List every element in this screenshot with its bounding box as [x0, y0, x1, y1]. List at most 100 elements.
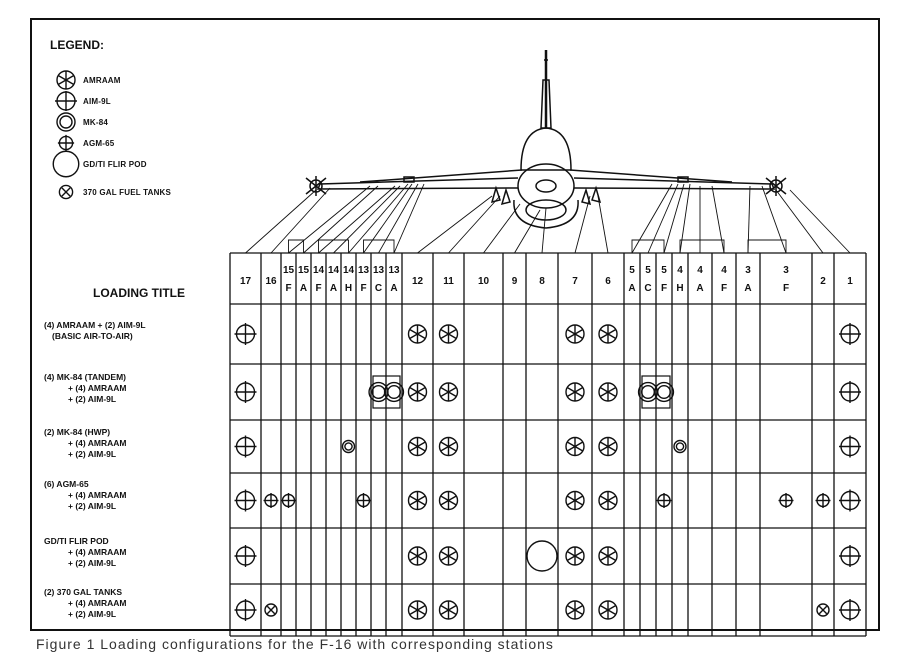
store-aim9l-icon — [839, 545, 861, 567]
loading-title-line: + (4) AMRAAM — [68, 438, 127, 448]
station-header-25: 2 — [820, 276, 826, 287]
figure-caption: Figure 1 Loading configurations for the … — [36, 636, 554, 652]
station-suffix: C — [375, 283, 382, 294]
station-number: 14 — [328, 265, 340, 276]
loading-title-line: + (4) AMRAAM — [68, 383, 127, 393]
station-suffix: F — [661, 283, 667, 294]
store-amraam-icon — [407, 490, 428, 511]
station-header-8: 13C — [373, 265, 385, 294]
store-amraam-icon — [407, 546, 428, 566]
loading-title-3: (6) AGM-65+ (4) AMRAAM+ (2) AIM-9L — [44, 479, 234, 512]
store-mk84-small-icon — [673, 439, 687, 454]
store-amraam-icon — [407, 324, 428, 344]
store-aim9l-icon — [234, 381, 257, 403]
legend-label: AIM-9L — [83, 96, 111, 106]
station-header-22: 4F — [721, 265, 727, 294]
store-mk84-tandem-pair-icon — [368, 375, 405, 409]
loading-title-line: (2) 370 GAL TANKS — [44, 587, 123, 597]
station-header-17: 5A — [628, 265, 635, 294]
legend-label: MK-84 — [83, 117, 109, 127]
station-header-1: 16 — [265, 276, 277, 287]
store-mk84-small-icon — [341, 439, 356, 454]
loading-title-header: LOADING TITLE — [93, 286, 185, 300]
station-suffix: F — [360, 283, 366, 294]
station-header-4: 14F — [313, 265, 325, 294]
station-header-13: 9 — [512, 276, 518, 287]
station-number: 5 — [645, 265, 651, 276]
mk84-icon — [49, 112, 83, 132]
store-amraam-icon — [598, 546, 618, 566]
station-suffix: A — [390, 283, 397, 294]
loading-title-line: + (2) AIM-9L — [68, 394, 117, 404]
loading-title-line: + (2) AIM-9L — [68, 558, 117, 568]
station-header-6: 14H — [343, 265, 355, 294]
fuel-tank-icon — [49, 182, 83, 202]
station-suffix: A — [330, 283, 337, 294]
table-gridlines — [229, 252, 867, 637]
station-number: 4 — [721, 265, 727, 276]
station-header-2: 15F — [283, 265, 295, 294]
station-number: 13 — [373, 265, 385, 276]
station-number: 17 — [240, 276, 252, 287]
store-amraam-icon — [438, 600, 459, 620]
loading-title-4: GD/TI FLIR POD+ (4) AMRAAM+ (2) AIM-9L — [44, 536, 234, 569]
store-amraam-icon — [438, 382, 459, 402]
store-agm65-icon — [656, 493, 672, 508]
loading-title-1: (4) MK-84 (TANDEM)+ (4) AMRAAM+ (2) AIM-… — [44, 372, 234, 405]
diagram-frame — [30, 18, 880, 631]
station-number: 5 — [629, 265, 635, 276]
loading-title-line: + (4) AMRAAM — [68, 598, 127, 608]
station-number: 16 — [265, 276, 277, 287]
station-suffix: H — [345, 283, 352, 294]
station-number: 15 — [283, 265, 295, 276]
station-header-19: 5F — [661, 265, 667, 294]
store-tank-icon — [816, 603, 830, 617]
loading-title-line: (BASIC AIR-TO-AIR) — [52, 331, 133, 341]
store-agm65-icon — [263, 493, 279, 508]
agm65-icon — [49, 133, 83, 153]
store-aim9l-icon — [839, 599, 861, 621]
station-suffix: F — [783, 283, 789, 294]
station-number: 15 — [298, 265, 310, 276]
store-amraam-icon — [565, 382, 585, 402]
station-header-16: 6 — [605, 276, 611, 287]
station-suffix: A — [696, 283, 703, 294]
store-aim9l-icon — [234, 435, 257, 458]
station-number: 7 — [572, 276, 578, 287]
store-amraam-icon — [407, 436, 428, 457]
station-suffix: A — [744, 283, 751, 294]
store-flir-icon — [526, 540, 558, 572]
loading-title-5: (2) 370 GAL TANKS+ (4) AMRAAM+ (2) AIM-9… — [44, 587, 234, 620]
station-header-14: 8 — [539, 276, 545, 287]
store-amraam-icon — [598, 324, 618, 344]
store-agm65-icon — [815, 493, 831, 508]
store-amraam-icon — [407, 382, 428, 402]
loading-title-line: + (4) AMRAAM — [68, 490, 127, 500]
store-amraam-icon — [598, 382, 618, 402]
station-header-21: 4A — [696, 265, 703, 294]
store-amraam-icon — [438, 546, 459, 566]
loading-title-line: (2) MK-84 (HWP) — [44, 427, 111, 437]
store-aim9l-icon — [839, 435, 861, 458]
store-amraam-icon — [438, 490, 459, 511]
loading-title-line: GD/TI FLIR POD — [44, 536, 109, 546]
station-number: 14 — [313, 265, 325, 276]
store-agm65-icon — [778, 493, 794, 508]
store-mk84-tandem-pair-icon — [637, 375, 675, 409]
station-suffix: F — [315, 283, 321, 294]
loading-title-line: + (4) AMRAAM — [68, 547, 127, 557]
station-number: 5 — [661, 265, 667, 276]
legend-item-flir: GD/TI FLIR POD — [49, 148, 147, 180]
legend-item-amraam: AMRAAM — [49, 70, 121, 90]
station-header-26: 1 — [847, 276, 853, 287]
station-header-3: 15A — [298, 265, 310, 294]
station-number: 3 — [783, 265, 789, 276]
loading-title-line: (4) AMRAAM + (2) AIM-9L — [44, 320, 146, 330]
loading-title-line: (6) AGM-65 — [44, 479, 89, 489]
store-amraam-icon — [598, 436, 618, 457]
flir-pod-icon — [49, 148, 83, 180]
station-number: 14 — [343, 265, 355, 276]
station-header-9: 13A — [388, 265, 400, 294]
station-header-18: 5C — [644, 265, 651, 294]
